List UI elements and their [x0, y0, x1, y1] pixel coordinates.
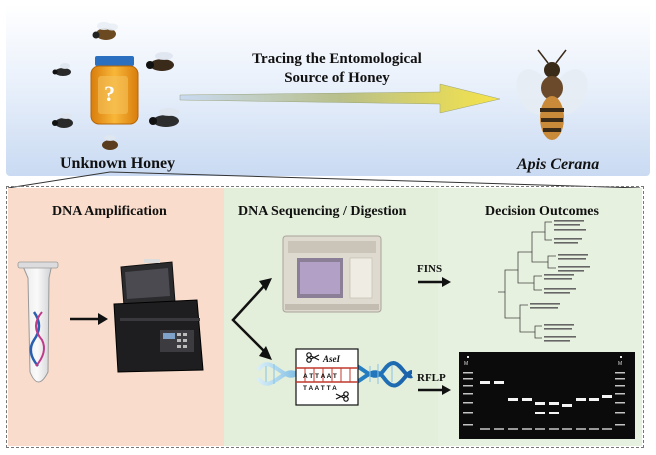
title-line-1: Tracing the Entomological: [252, 51, 422, 67]
fins-arrow: [418, 277, 451, 287]
enzyme-label: AseI: [322, 354, 341, 364]
apis-cerana-bee-icon: [516, 49, 588, 140]
title-line-2: Source of Honey: [284, 70, 390, 86]
honey-jar-icon: [90, 56, 139, 125]
rflp-arrow: [418, 385, 451, 395]
gel-lane-marker-left: M: [464, 361, 468, 367]
unknown-honey-label: Unknown Honey: [60, 155, 176, 172]
bee-icon-right-upper: [146, 52, 174, 71]
gel-lane-marker-right: M: [618, 361, 622, 367]
arrow-to-thermocycler: [70, 313, 108, 325]
tree-leaf-labels: [530, 220, 590, 342]
dna-sequencing-title: DNA Sequencing / Digestion: [238, 204, 407, 219]
scissors-icon-top: [306, 352, 320, 363]
apis-cerana-label: Apis Cerana: [517, 156, 600, 173]
diagram-title: Tracing the Entomological Source of Hone…: [232, 50, 442, 88]
zoom-connector: [7, 171, 641, 189]
workflow-frame: [6, 186, 644, 448]
fins-label: FINS: [417, 263, 443, 275]
pcr-tube-icon: [17, 261, 59, 383]
question-mark: ?: [104, 81, 115, 106]
decision-outcomes-title: Decision Outcomes: [485, 204, 599, 219]
bee-icon-bottom: [102, 135, 118, 150]
trace-arrow: [179, 83, 501, 114]
scissors-icon-bottom: [335, 391, 349, 402]
bee-icon-left: [52, 63, 71, 76]
rflp-label: RFLP: [417, 372, 446, 384]
site-top-sequence: A T T A A T: [303, 373, 337, 380]
bee-icon-right-lower: [149, 108, 179, 127]
thermocycler-icon: [113, 259, 204, 373]
site-bottom-sequence: T A A T T A: [303, 385, 337, 392]
branch-arrows: [231, 278, 272, 360]
dna-amplification-title: DNA Amplification: [52, 204, 167, 219]
phylogenetic-tree: [498, 221, 556, 339]
dna-sequencer-icon: [282, 235, 382, 313]
bee-icon-left-lower: [52, 113, 73, 128]
rflp-gel-image: M M: [459, 352, 635, 439]
bee-icon-top: [92, 22, 118, 40]
